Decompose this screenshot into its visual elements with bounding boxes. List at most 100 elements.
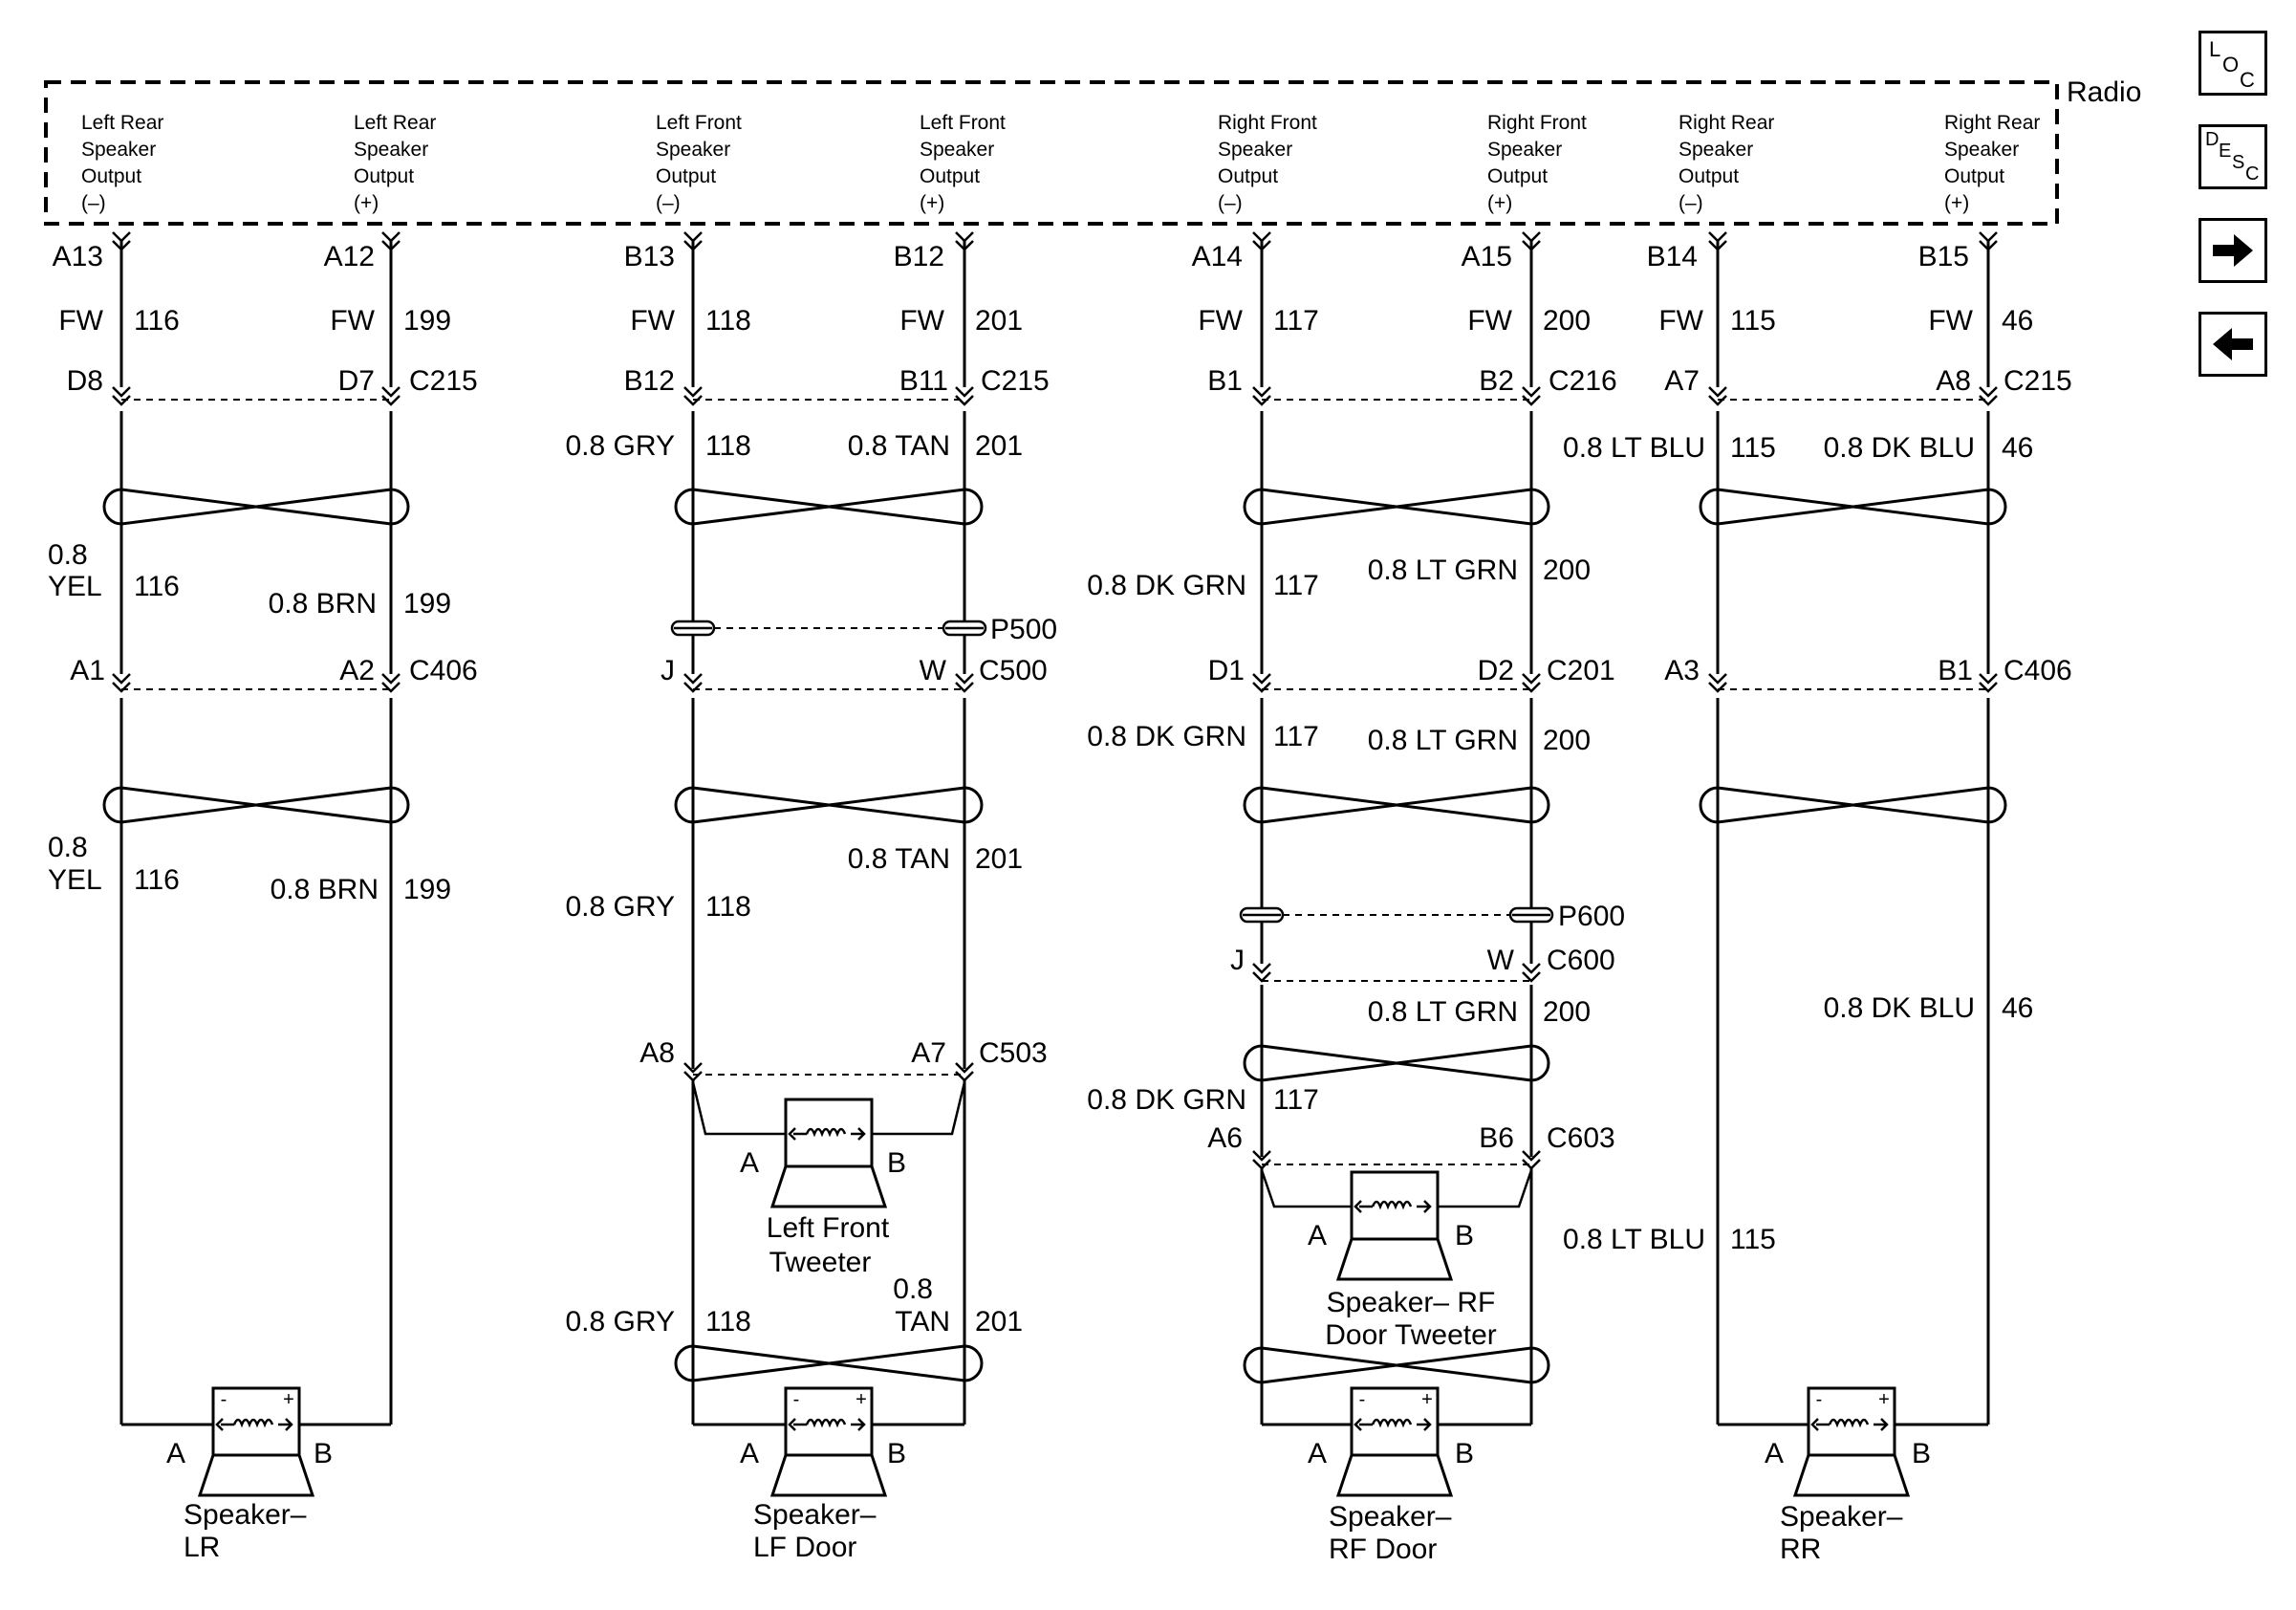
twisted-pair-symbol	[1243, 488, 1550, 526]
connector-pin: A3	[1664, 655, 1700, 686]
connector-pin: B1	[1207, 365, 1243, 397]
speaker-name: Speaker–	[753, 1499, 877, 1531]
connector-pin: W	[920, 655, 947, 686]
output-heading-lr-pos: Left Rear Speaker Output (+)	[354, 112, 436, 214]
connector-chevron	[955, 386, 974, 406]
connector-pin: J	[1230, 945, 1245, 976]
wire-color-labels: 0.8 GRY 118 0.8 TAN 201 0.8 LT BLU 115 0…	[48, 430, 2033, 1338]
wire-circuit: 201	[975, 1306, 1023, 1338]
heading-line: Output	[656, 165, 716, 187]
forward-button[interactable]	[2199, 218, 2267, 283]
wire-fw: FW	[1658, 305, 1703, 337]
heading-line: Output	[1679, 165, 1739, 187]
connector-c406-rr: A3 B1 C406	[1664, 655, 2072, 693]
output-heading-rf-pos: Right Front Speaker Output (+)	[1487, 112, 1587, 214]
desc-letter-c: C	[2245, 163, 2260, 185]
speaker-cone	[769, 1454, 888, 1497]
connector-pin: A2	[339, 655, 375, 686]
connector-pin: J	[661, 655, 675, 686]
back-button[interactable]	[2199, 312, 2267, 377]
tweeter-name: Left Front	[767, 1212, 890, 1244]
radio-pin: A12	[324, 241, 375, 272]
wire-color: TAN	[895, 1306, 950, 1338]
connector-chevron	[1522, 673, 1541, 693]
loc-letter-c: C	[2240, 68, 2255, 92]
wire-color: 0.8 DK BLU	[1824, 992, 1975, 1024]
wire-color: 0.8	[48, 539, 88, 571]
connector-pin: A7	[911, 1037, 946, 1069]
wire-color: 0.8 BRN	[269, 588, 377, 620]
wire-fw: FW	[1928, 305, 1973, 337]
wire-circuit: 117	[1273, 1084, 1319, 1116]
tweeter-tap	[1438, 1169, 1533, 1208]
speaker-coil	[1354, 1418, 1432, 1431]
wire-color: 0.8 TAN	[848, 843, 950, 875]
speaker-pin: A	[1765, 1438, 1784, 1469]
speaker-plus: +	[283, 1389, 294, 1410]
speaker-minus: -	[1359, 1389, 1366, 1410]
connector-pin: D7	[338, 365, 375, 397]
connector-name: C406	[2004, 655, 2072, 686]
connector-pin: A8	[639, 1037, 675, 1069]
connector-chevron	[1979, 386, 1998, 406]
connector-name: C215	[409, 365, 478, 397]
wire-fw: FW	[330, 305, 375, 337]
speaker-plus: +	[1878, 1389, 1890, 1410]
tweeter-pin: A	[740, 1147, 759, 1179]
heading-line: Left Rear	[354, 112, 436, 134]
twisted-pair-symbol	[1699, 488, 2007, 526]
connector-pin: B2	[1479, 365, 1514, 397]
wire-circuit: 116	[134, 571, 180, 602]
speaker-pin: B	[1455, 1438, 1474, 1469]
wire-color: 0.8	[893, 1273, 933, 1305]
wire-circuit: 117	[1273, 570, 1319, 601]
wire-circuit: 115	[1730, 305, 1776, 337]
wire-circuit: 46	[2002, 432, 2033, 464]
wire-color: YEL	[48, 864, 102, 896]
desc-letter-d: D	[2205, 129, 2220, 150]
speaker-pin: A	[166, 1438, 185, 1469]
heading-line: Speaker	[354, 139, 428, 161]
heading-line: Output	[1218, 165, 1278, 187]
tweeter-coil	[788, 1127, 866, 1141]
connector-chevron	[1979, 673, 1998, 693]
connector-c600-rf: J W C600	[1230, 945, 1615, 983]
output-headings: Left Rear Speaker Output (–) Left Rear S…	[81, 112, 2040, 214]
wire-fw: FW	[899, 305, 944, 337]
heading-line: Left Front	[656, 112, 742, 134]
connector-pin: A7	[1664, 365, 1700, 397]
heading-line: Speaker	[1218, 139, 1292, 161]
tweeter-pin: B	[1455, 1220, 1474, 1251]
location-button[interactable]: L O C	[2199, 31, 2267, 96]
connector-c406-lr: A1 A2 C406	[70, 655, 478, 693]
heading-line: Left Front	[920, 112, 1006, 134]
connector-name: C603	[1547, 1122, 1615, 1154]
radio-pin: A15	[1462, 241, 1512, 272]
heading-line: Speaker	[1487, 139, 1562, 161]
output-heading-lf-neg: Left Front Speaker Output (–)	[656, 112, 742, 214]
wire-color: 0.8 DK GRN	[1087, 721, 1246, 752]
connector-chevron	[1252, 1150, 1271, 1170]
wire-circuit: 199	[403, 588, 451, 620]
heading-line: Right Front	[1487, 112, 1587, 134]
speaker-cone	[1792, 1454, 1911, 1497]
connector-pin: D8	[67, 365, 103, 397]
wire-circuit: 117	[1273, 721, 1319, 752]
wire-circuit: 46	[2002, 305, 2033, 337]
radio-pin: A13	[53, 241, 103, 272]
radio-component-outline	[44, 80, 2059, 226]
output-heading-rr-neg: Right Rear Speaker Output (–)	[1679, 112, 1774, 214]
connector-chevron	[683, 673, 703, 693]
description-button[interactable]: D E S C	[2199, 124, 2267, 189]
radio-pin: A14	[1192, 241, 1243, 272]
wire-fw: FW	[1467, 305, 1512, 337]
speaker-coil	[1810, 1418, 1889, 1431]
wire-fw: FW	[1198, 305, 1243, 337]
speaker-plus: +	[856, 1389, 867, 1410]
twisted-pair-symbol	[102, 488, 410, 526]
twisted-pairs	[102, 488, 2007, 1384]
wire-color: 0.8 LT BLU	[1563, 432, 1705, 464]
wire-circuit: 116	[134, 305, 180, 337]
connector-chevron	[381, 673, 401, 693]
speaker-name: Speaker–	[1329, 1501, 1452, 1533]
